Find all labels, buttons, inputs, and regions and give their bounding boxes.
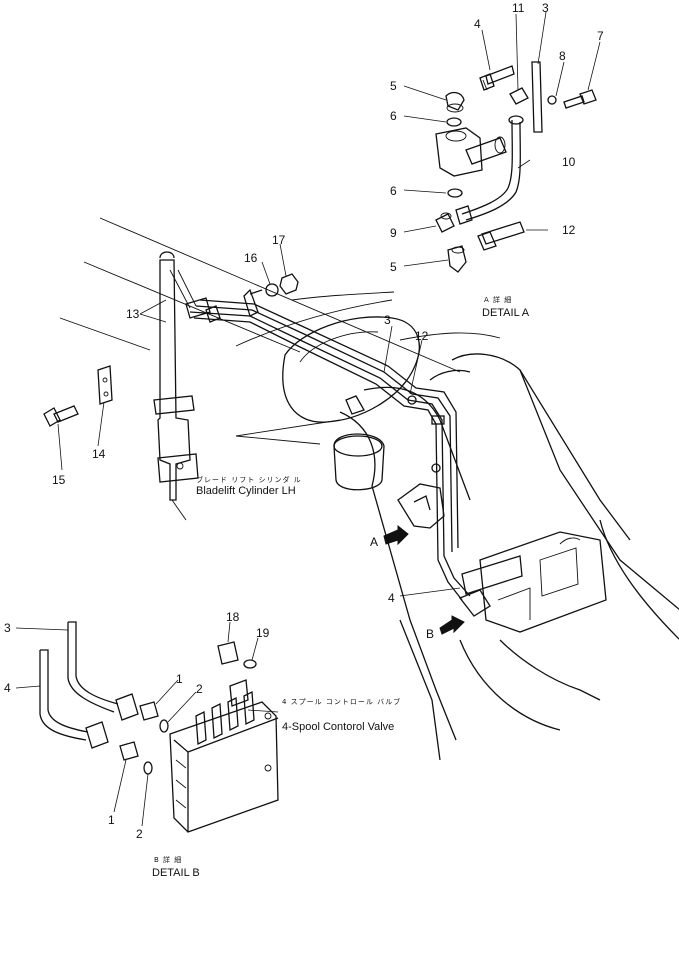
callout-12-main: 12 <box>415 329 429 343</box>
clamp-bracket <box>97 288 263 405</box>
part-17-nut <box>279 273 299 295</box>
part-7-bolt <box>563 89 597 109</box>
part-19-oring <box>243 659 257 669</box>
callout-7: 7 <box>597 29 604 43</box>
callout-4: 4 <box>474 17 481 31</box>
part-8-washer <box>547 95 557 105</box>
part-5-elbow-bottom <box>447 245 467 273</box>
callout-4-b: 4 <box>4 681 11 695</box>
callout-6b: 6 <box>390 184 397 198</box>
callout-8: 8 <box>559 49 566 63</box>
part-1-connector-a <box>139 701 159 721</box>
arrow-a <box>383 524 409 546</box>
callout-12: 12 <box>562 223 576 237</box>
callout-11: 11 <box>512 1 525 15</box>
marker-b: B <box>426 627 434 641</box>
callout-13: 13 <box>126 307 140 321</box>
callout-6: 6 <box>390 109 397 123</box>
part-10-hose <box>455 115 524 225</box>
part-15-bolt <box>43 405 79 427</box>
callout-3-main: 3 <box>384 313 391 327</box>
bladelift-caption: Bladelift Cylinder LH <box>196 485 296 497</box>
callout-9: 9 <box>390 226 397 240</box>
part-16-washer <box>265 283 279 297</box>
part-2-oring-a <box>159 719 169 733</box>
part-4-fitting-a <box>479 65 515 91</box>
callout-16: 16 <box>244 251 258 265</box>
callout-4-main: 4 <box>388 591 395 605</box>
part-3-tube-top <box>531 61 543 133</box>
tee-block <box>435 127 507 177</box>
callout-17: 17 <box>272 233 286 247</box>
machine-frame <box>59 217 679 761</box>
callout-14: 14 <box>92 447 106 461</box>
part-6-oring-lower <box>447 188 463 198</box>
part-1-connector-b <box>119 741 139 761</box>
detail-a-caption: DETAIL A <box>482 307 530 319</box>
part-11-plug <box>509 87 529 105</box>
control-valve-body <box>169 679 279 833</box>
detail-b-assembly <box>15 621 279 833</box>
detail-b-caption: DETAIL B <box>152 867 200 879</box>
part-9-adapter <box>435 212 455 233</box>
callout-3-b: 3 <box>4 621 11 635</box>
detail-a-location: A <box>370 483 445 549</box>
callout-15: 15 <box>52 473 66 487</box>
callout-1-b: 1 <box>108 813 115 827</box>
valve-jp: 4 スプール コントロール バルブ <box>282 697 401 706</box>
detail-a-jp: A 詳 細 <box>484 295 512 304</box>
part-5-elbow-top <box>445 91 465 113</box>
part-2-oring-b <box>143 761 153 775</box>
callout-5: 5 <box>390 79 397 93</box>
marker-a: A <box>370 535 378 549</box>
callout-2-b: 2 <box>136 827 143 841</box>
callout-2-a: 2 <box>196 682 203 696</box>
detail-a-assembly <box>403 11 601 273</box>
callout-18: 18 <box>226 610 240 624</box>
part-6-oring-top <box>446 117 462 127</box>
callout-1-a: 1 <box>176 672 183 686</box>
detail-b-location: B <box>426 555 523 641</box>
callout-10: 10 <box>562 155 576 169</box>
part-18-plug <box>217 641 239 665</box>
part-12-fitting <box>477 221 525 251</box>
arrow-b <box>439 615 465 635</box>
callout-5b: 5 <box>390 260 397 274</box>
valve-caption: 4-Spool Contorol Valve <box>282 721 394 733</box>
detail-b-jp: B 詳 細 <box>154 855 182 864</box>
bladelift-cylinder <box>153 251 199 521</box>
pipe-run <box>189 299 471 601</box>
bladelift-jp: ブレード リフト シリンダ ル <box>196 475 302 484</box>
callout-3: 3 <box>542 1 549 15</box>
callout-19: 19 <box>256 626 270 640</box>
